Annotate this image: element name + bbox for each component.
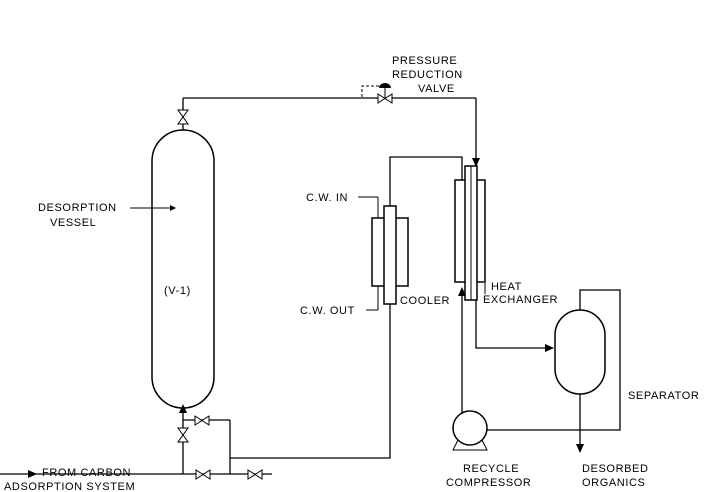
recycle-label-1: RECYCLE: [463, 463, 519, 475]
exchanger-to-separator-pipe: [475, 300, 553, 349]
heat-label-2: EXCHANGER: [483, 294, 558, 306]
desorbed-label-1: DESORBED: [582, 463, 649, 475]
desorption-label-1: DESORPTION: [38, 202, 117, 214]
cw-in-label: C.W. IN: [306, 192, 348, 204]
cooler-label: COOLER: [400, 295, 450, 307]
from-label-1: FROM CARBON: [42, 467, 131, 479]
feed-arrow: [28, 470, 37, 478]
pressure-reduction-valve: [377, 83, 393, 104]
vessel-top-valve: [177, 109, 189, 125]
recycle-compressor: [452, 410, 488, 446]
feed-valve-2: [247, 469, 263, 480]
compressor-base: [452, 439, 488, 451]
pressure-label-1: PRESSURE: [392, 55, 457, 67]
exchanger-shell-inlet-arrow: [458, 287, 466, 296]
separator-inlet-arrow: [545, 344, 554, 352]
cw-out-label: C.W. OUT: [300, 305, 355, 317]
vessel-id-label: (V-1): [164, 285, 191, 297]
cooler-return-pipe: [230, 304, 391, 459]
cooler-tube: [383, 205, 397, 305]
desorbed-label-2: ORGANICS: [582, 477, 645, 489]
desorption-pointer-head: [170, 205, 176, 211]
heat-label-1: HEAT: [491, 281, 522, 293]
feed-valve-1: [195, 469, 211, 480]
pressure-label-2: REDUCTION: [392, 69, 463, 81]
separator-vapor-line: [484, 289, 621, 431]
desorbed-outlet-arrow: [576, 444, 584, 453]
desorption-label-2: VESSEL: [50, 217, 96, 229]
recycle-label-2: COMPRESSOR: [446, 477, 531, 489]
exchanger-inlet-arrow: [472, 158, 480, 167]
exchanger-cooler-top-pipe: [389, 156, 463, 206]
from-label-2: ADSORPTION SYSTEM: [4, 481, 135, 492]
vessel-inlet-arrow: [179, 404, 187, 413]
bottom-branch-valve: [194, 415, 210, 426]
desorption-vessel: [151, 129, 215, 409]
prv-dashed-signal: [361, 85, 379, 98]
pressure-label-3: VALVE: [418, 83, 455, 95]
separator-label: SEPARATOR: [628, 390, 699, 402]
separator-vessel: [554, 309, 606, 395]
vessel-bottom-valve: [177, 427, 189, 443]
